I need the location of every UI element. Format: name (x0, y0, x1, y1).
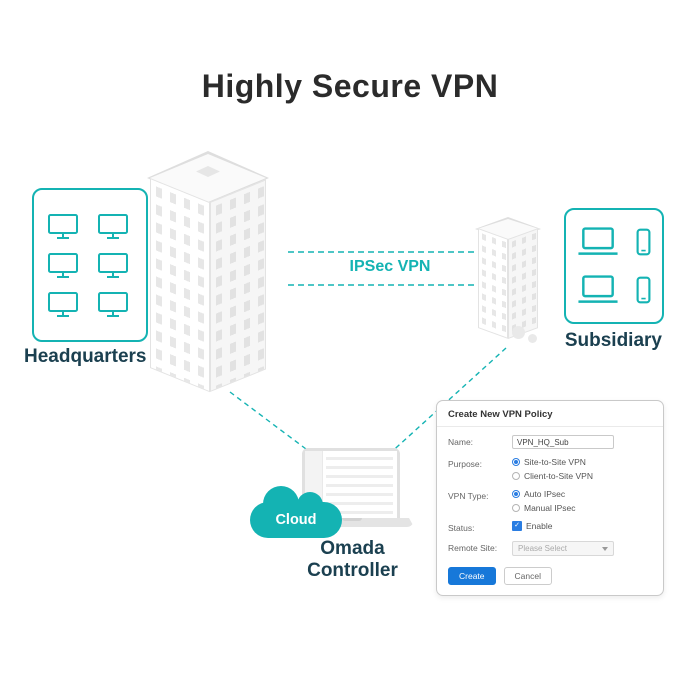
building-roof-hatch (196, 166, 220, 177)
bush-shape (528, 334, 537, 343)
status-field-row: Status: Enable (448, 521, 652, 533)
radio-label: Client-to-Site VPN (524, 471, 593, 481)
cloud-icon: Cloud (250, 486, 342, 538)
radio-icon[interactable] (512, 504, 520, 512)
checkbox-checked-icon[interactable] (512, 521, 522, 531)
dialog-body: Name: Purpose: Site-to-Site VPN Client-t… (437, 427, 663, 595)
name-input[interactable] (512, 435, 614, 449)
radio-client-to-site-vpn[interactable]: Client-to-Site VPN (512, 471, 593, 481)
radio-label: Auto IPsec (524, 489, 566, 499)
purpose-field-row: Purpose: Site-to-Site VPN Client-to-Site… (448, 457, 652, 481)
page-title: Highly Secure VPN (201, 68, 499, 104)
dialog-title: Create New VPN Policy (437, 401, 663, 427)
radio-icon[interactable] (512, 490, 520, 498)
laptop-icon (578, 275, 618, 303)
remote-site-field-row: Remote Site: Please Select (448, 541, 652, 556)
headquarters-building (147, 150, 290, 400)
radio-label: Site-to-Site VPN (524, 457, 586, 467)
monitor-icon (48, 213, 78, 239)
monitor-icon (98, 291, 128, 317)
cloud-badge: Cloud (250, 484, 346, 540)
radio-manual-ipsec[interactable]: Manual IPsec (512, 503, 576, 513)
radio-label: Manual IPsec (524, 503, 576, 513)
purpose-field-label: Purpose: (448, 459, 483, 469)
create-button[interactable]: Create (448, 567, 496, 585)
omada-controller-label: Omada Controller (280, 538, 425, 582)
cloud-label: Cloud (275, 512, 317, 528)
remote-site-select[interactable]: Please Select (512, 541, 614, 556)
monitor-icon (98, 252, 128, 278)
radio-auto-ipsec[interactable]: Auto IPsec (512, 489, 576, 499)
bush-shape (512, 326, 525, 339)
smartphone-icon (636, 228, 650, 256)
building-face-right (508, 228, 538, 339)
laptop-base (290, 518, 414, 527)
radio-icon[interactable] (512, 472, 520, 480)
controller-label-line2: Controller (307, 560, 398, 581)
vpn-type-field-row: VPN Type: Auto IPsec Manual IPsec (448, 489, 652, 513)
building-face-left (478, 228, 508, 339)
checkbox-label: Enable (526, 521, 553, 531)
controller-label-line1: Omada (320, 538, 385, 559)
select-placeholder: Please Select (518, 544, 567, 553)
laptop-icon (578, 227, 618, 255)
vpn-type-field-label: VPN Type: (448, 491, 489, 501)
headquarters-label: Headquarters (24, 346, 147, 367)
building-face-right (210, 179, 266, 392)
smartphone-icon (636, 276, 650, 304)
monitor-icon (48, 252, 78, 278)
ipsec-vpn-label: IPSec VPN (349, 258, 431, 275)
radio-site-to-site-vpn[interactable]: Site-to-Site VPN (512, 457, 593, 467)
monitor-icon (98, 213, 128, 239)
name-field-row: Name: (448, 435, 652, 449)
subsidiary-building (475, 216, 544, 350)
headquarters-devices-panel (32, 188, 148, 342)
status-field-label: Status: (448, 523, 475, 533)
name-field-label: Name: (448, 437, 474, 447)
dialog-buttons: Create Cancel (448, 567, 652, 585)
monitor-icon (48, 291, 78, 317)
create-vpn-dialog: Create New VPN Policy Name: Purpose: Sit… (436, 400, 664, 596)
subsidiary-label: Subsidiary (564, 330, 662, 351)
remote-site-field-label: Remote Site: (448, 543, 498, 553)
enable-checkbox-option[interactable]: Enable (512, 521, 552, 531)
radio-icon[interactable] (512, 458, 520, 466)
chevron-down-icon (602, 546, 608, 551)
cancel-button[interactable]: Cancel (503, 567, 552, 585)
subsidiary-devices-panel (564, 208, 664, 324)
laptop-notch (342, 518, 362, 521)
